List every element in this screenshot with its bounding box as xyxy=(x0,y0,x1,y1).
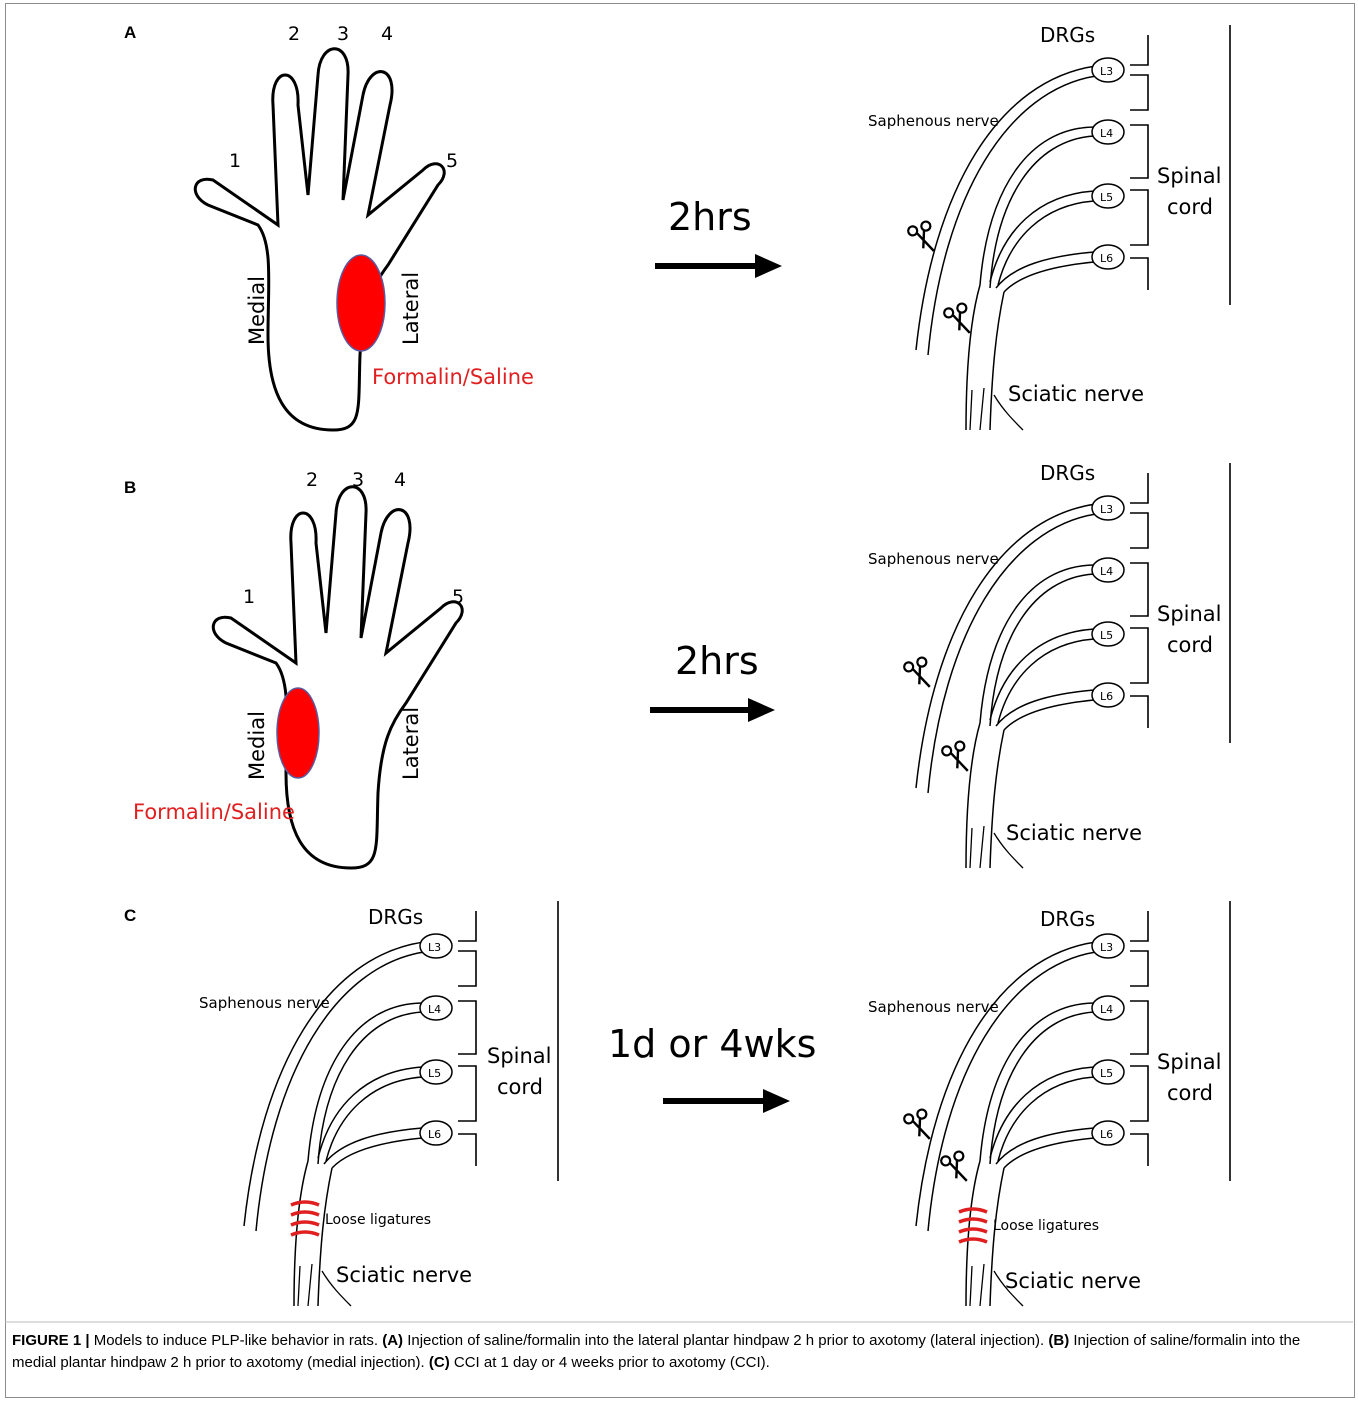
drgs-label: DRGs xyxy=(1040,907,1095,931)
drgs-label: DRGs xyxy=(1040,23,1095,47)
digit-3: 3 xyxy=(337,23,349,45)
digit-3: 3 xyxy=(352,469,364,491)
drgs-label: DRGs xyxy=(1040,461,1095,485)
arrow-b xyxy=(650,698,775,722)
drg-l6-label: L6 xyxy=(1100,252,1113,265)
ligatures-right xyxy=(959,1209,987,1242)
injection-label: Formalin/Saline xyxy=(133,800,295,824)
digit-5: 5 xyxy=(452,586,464,608)
caption-c-tag: (C) xyxy=(429,1354,450,1371)
drg-l5-label: L5 xyxy=(1100,191,1113,204)
caption-a-tag: (A) xyxy=(382,1332,403,1349)
saphenous-label: Saphenous nerve xyxy=(868,112,999,130)
saphenous-label: Saphenous nerve xyxy=(868,550,999,568)
digit-2: 2 xyxy=(288,23,300,45)
drg-l4-label: L4 xyxy=(1100,127,1113,140)
drg-l5-label: L5 xyxy=(428,1067,441,1080)
nerve-diagram-c-left xyxy=(244,901,558,1306)
drg-l4-label: L4 xyxy=(428,1003,441,1016)
spinal-label: Spinal xyxy=(1157,602,1222,626)
drg-l4-label: L4 xyxy=(1100,1003,1113,1016)
figure-diagram: 1 2 3 4 5 Medial Lateral Formalin/Saline… xyxy=(0,0,1358,1330)
cord-label: cord xyxy=(497,1075,543,1099)
spinal-label: Spinal xyxy=(487,1044,552,1068)
scissors-icon xyxy=(940,1150,972,1187)
nerve-diagram-b xyxy=(916,463,1230,868)
drg-l3-label: L3 xyxy=(1100,503,1113,516)
sciatic-label: Sciatic nerve xyxy=(1006,821,1142,845)
saphenous-label: Saphenous nerve xyxy=(199,994,330,1012)
digit-1: 1 xyxy=(243,586,255,608)
cord-label: cord xyxy=(1167,1081,1213,1105)
injection-site-lateral xyxy=(337,255,385,351)
drg-l3-label: L3 xyxy=(428,941,441,954)
caption-c-text: CCI at 1 day or 4 weeks prior to axotomy… xyxy=(450,1354,770,1371)
medial-label: Medial xyxy=(245,276,269,345)
drg-l3-label: L3 xyxy=(1100,941,1113,954)
arrow-c xyxy=(663,1089,790,1113)
medial-label: Medial xyxy=(245,711,269,780)
lateral-label: Lateral xyxy=(399,707,423,780)
arrow-a xyxy=(655,254,782,278)
caption-title: FIGURE 1 | xyxy=(12,1332,94,1349)
cord-label: cord xyxy=(1167,195,1213,219)
sciatic-label: Sciatic nerve xyxy=(1005,1269,1141,1293)
ligatures-label: Loose ligatures xyxy=(993,1218,1099,1234)
drg-l5-label: L5 xyxy=(1100,629,1113,642)
figure-caption: FIGURE 1 | Models to induce PLP-like beh… xyxy=(12,1330,1337,1374)
interval-label: 2hrs xyxy=(675,639,759,683)
injection-label: Formalin/Saline xyxy=(372,365,534,389)
nerve-diagram-a xyxy=(916,25,1230,430)
sciatic-label: Sciatic nerve xyxy=(336,1263,472,1287)
digit-5: 5 xyxy=(446,150,458,172)
drg-l4-label: L4 xyxy=(1100,565,1113,578)
injection-site-medial xyxy=(277,688,319,778)
digit-1: 1 xyxy=(229,150,241,172)
lateral-label: Lateral xyxy=(399,272,423,345)
caption-b-tag: (B) xyxy=(1048,1332,1069,1349)
interval-label: 1d or 4wks xyxy=(608,1022,816,1066)
drgs-label: DRGs xyxy=(368,905,423,929)
drg-l6-label: L6 xyxy=(1100,1128,1113,1141)
digit-4: 4 xyxy=(394,469,406,491)
spinal-label: Spinal xyxy=(1157,164,1222,188)
sciatic-label: Sciatic nerve xyxy=(1008,382,1144,406)
caption-lead: Models to induce PLP-like behavior in ra… xyxy=(94,1332,382,1349)
ligatures-left xyxy=(291,1202,319,1235)
drg-l5-label: L5 xyxy=(1100,1067,1113,1080)
digit-2: 2 xyxy=(306,469,318,491)
digit-4: 4 xyxy=(381,23,393,45)
ligatures-label: Loose ligatures xyxy=(325,1212,431,1228)
drg-l3-label: L3 xyxy=(1100,65,1113,78)
drg-l6-label: L6 xyxy=(428,1128,441,1141)
saphenous-label: Saphenous nerve xyxy=(868,998,999,1016)
drg-l6-label: L6 xyxy=(1100,690,1113,703)
spinal-label: Spinal xyxy=(1157,1050,1222,1074)
cord-label: cord xyxy=(1167,633,1213,657)
scissors-icon xyxy=(903,656,935,693)
interval-label: 2hrs xyxy=(668,195,752,239)
scissors-icon xyxy=(941,740,973,777)
caption-a-text: Injection of saline/formalin into the la… xyxy=(403,1332,1048,1349)
